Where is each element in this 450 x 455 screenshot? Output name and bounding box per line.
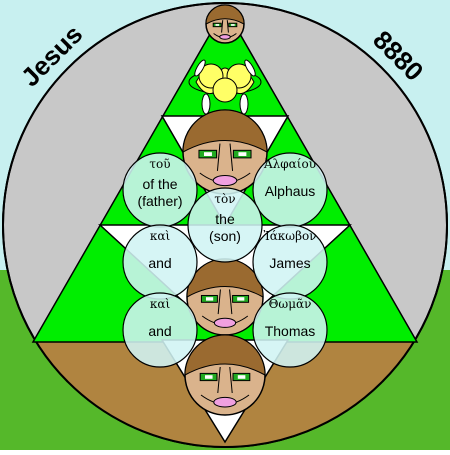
phrase-circle: τοῦ of the(father) bbox=[122, 152, 198, 228]
phrase-circle: τὸν the(son) bbox=[187, 187, 263, 263]
english-word: and bbox=[148, 255, 171, 271]
face-lower bbox=[184, 334, 266, 416]
face-middle bbox=[186, 258, 264, 336]
greek-word: τοῦ bbox=[149, 157, 170, 171]
phrase-circle: καὶ and bbox=[122, 292, 198, 368]
english-word: James bbox=[269, 255, 310, 271]
english-word: and bbox=[148, 323, 171, 339]
english-word: Thomas bbox=[265, 323, 316, 339]
phrase-circle: καὶ and bbox=[122, 224, 198, 300]
flower-icon bbox=[188, 59, 262, 115]
english-word: of the bbox=[142, 176, 177, 192]
greek-word: Θωμᾶν bbox=[269, 297, 312, 311]
greek-word: Ἰάκωβον bbox=[263, 229, 316, 243]
english-word: the bbox=[215, 211, 235, 227]
greek-word: καὶ bbox=[150, 297, 171, 311]
english-word: (father) bbox=[137, 193, 182, 209]
greek-word: καὶ bbox=[150, 229, 171, 243]
greek-word: Ἀλφαίου bbox=[263, 157, 316, 171]
face-top bbox=[205, 4, 245, 44]
english-word: Alphaus bbox=[265, 183, 316, 199]
greek-word: τὸν bbox=[214, 192, 235, 206]
english-word: (son) bbox=[209, 228, 241, 244]
